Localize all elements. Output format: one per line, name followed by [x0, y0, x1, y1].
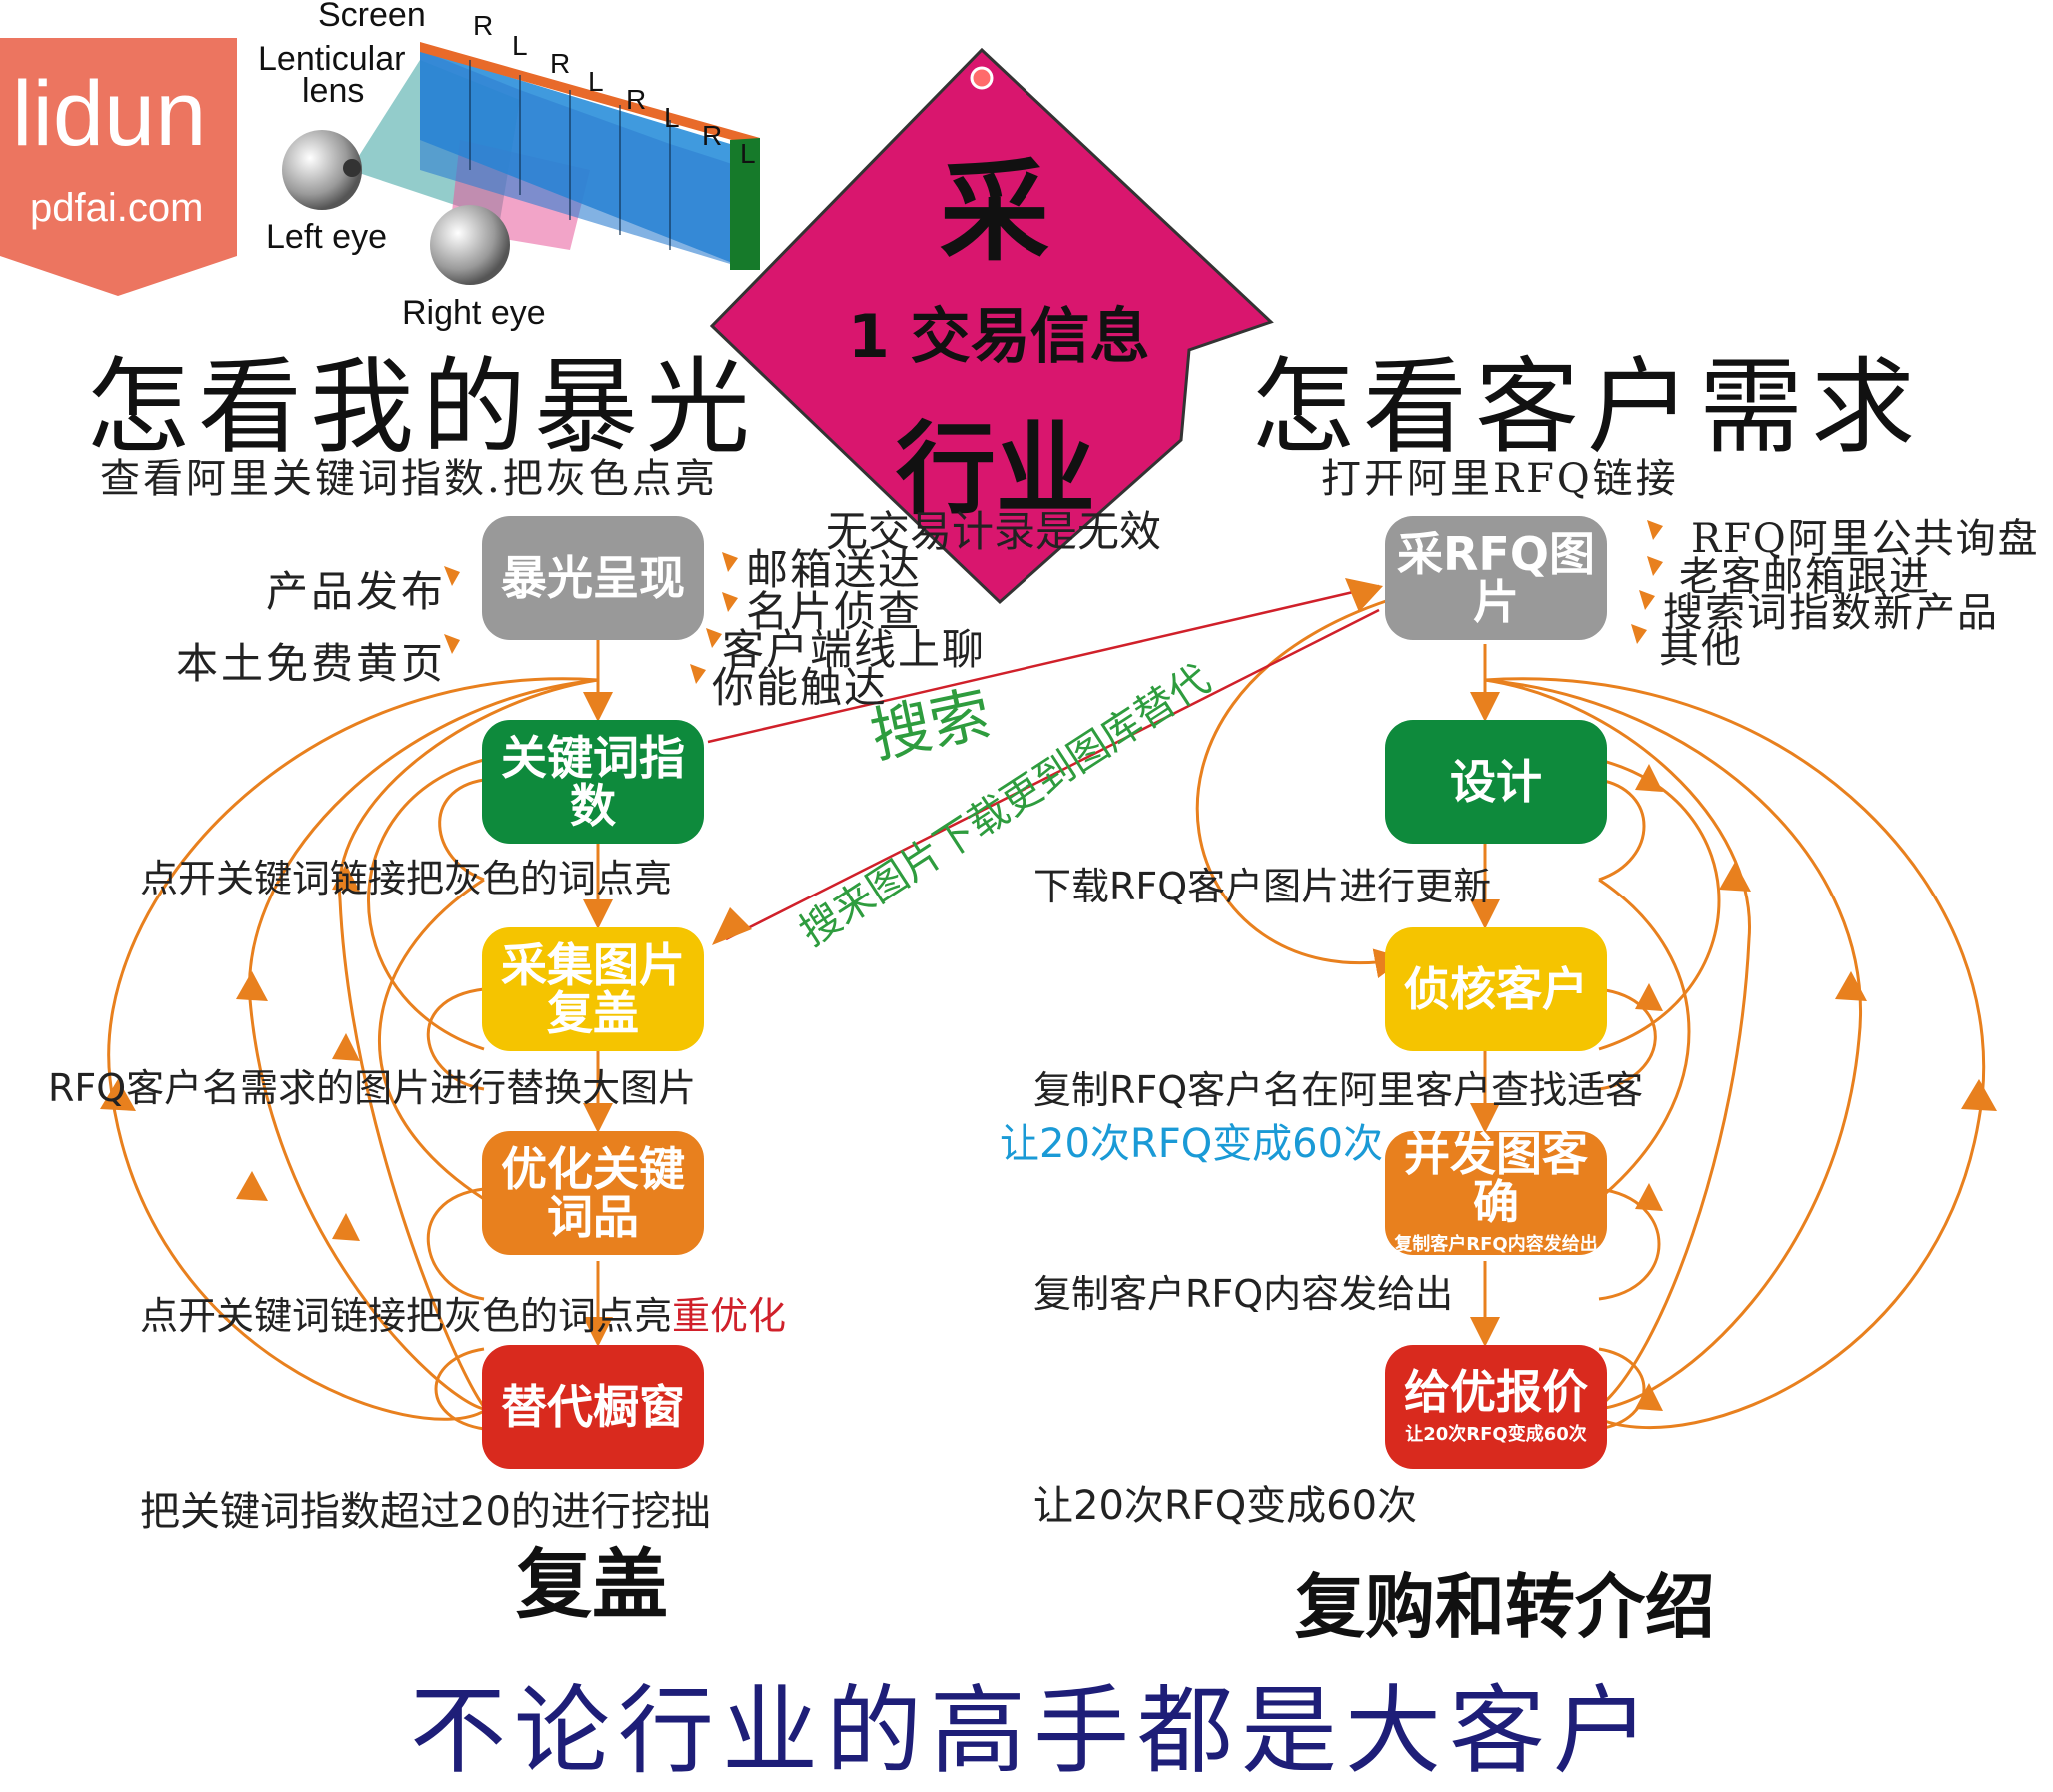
right-caption: 复制客户RFQ内容发给出: [1033, 1272, 1454, 1316]
node-keyword-index: 关键词指数: [482, 720, 704, 844]
left-footer: 复盖: [516, 1540, 668, 1629]
left-channel-item: 你能触达: [712, 663, 889, 712]
right-channel-item: 老客邮箱跟进: [1679, 554, 1931, 600]
node-verify-customer: 侦核客户: [1385, 927, 1607, 1051]
rl-label: R: [550, 48, 571, 79]
left-subtitle: 查看阿里关键词指数.把灰色点亮: [100, 456, 718, 502]
left-channel-item: 邮箱送达: [746, 545, 923, 594]
node-rfq-images: 采RFQ图片: [1385, 516, 1607, 640]
right-channel-item: RFQ阿里公共询盘: [1691, 516, 2040, 562]
logo-badge: [0, 38, 237, 296]
left-caption: 点开关键词链接把灰色的词点亮: [140, 857, 673, 900]
label-left-eye: Left eye: [266, 218, 387, 256]
left-side-item: 本土免费黄页: [176, 639, 447, 688]
industry-diamond: [709, 47, 1274, 605]
diamond-middle: 1 交易信息: [848, 302, 1150, 372]
rl-label: L: [512, 30, 528, 61]
right-caption: 让20次RFQ变成60次: [1033, 1483, 1418, 1529]
bottom-banner: 不论行业的高手都是大客户: [410, 1675, 1657, 1787]
node-design: 设计: [1385, 720, 1607, 844]
left-side-item: 产品发布: [266, 567, 447, 616]
node-best-quote: 给优报价 让20次RFQ变成60次: [1385, 1345, 1607, 1469]
blue-note: 让20次RFQ变成60次: [1000, 1121, 1384, 1167]
right-caption: 复制RFQ客户名在阿里客户查找适客: [1033, 1068, 1644, 1112]
label-right-eye: Right eye: [402, 294, 546, 332]
diamond-note: 无交易计录是无效: [826, 507, 1162, 556]
left-caption: RFQ客户名需求的图片进行替换大图片: [48, 1066, 697, 1110]
diamond-bottom: 行业: [896, 411, 1095, 528]
left-caption: 把关键词指数超过20的进行挖拙: [140, 1489, 711, 1535]
lenticular-lens-diagram: [282, 42, 760, 285]
logo-name: lidun: [12, 63, 207, 165]
right-caption: 下载RFQ客户图片进行更新: [1033, 865, 1492, 908]
rl-label: R: [702, 120, 723, 151]
left-channel-item: 客户端线上聊: [722, 625, 987, 674]
logo-site: pdfai.com: [30, 186, 204, 230]
node-optimize-keywords: 优化关键词品: [482, 1131, 704, 1255]
label-lenticular: Lenticular: [258, 40, 406, 78]
node-exposure: 暴光呈现: [482, 516, 704, 640]
left-channel-item: 名片侦查: [746, 587, 923, 636]
label-screen: Screen: [318, 0, 426, 34]
rl-label: L: [664, 102, 680, 133]
left-caption-with-reopt: 点开关键词链接把灰色的词点亮重优化: [140, 1294, 787, 1338]
label-lens: lens: [302, 72, 365, 110]
rl-label: R: [626, 84, 647, 115]
node-send-images: 并发图客确 复制客户RFQ内容发给出: [1385, 1130, 1607, 1255]
right-title: 怎看客户需求: [1251, 346, 1924, 468]
left-title: 怎看我的暴光: [86, 346, 759, 468]
right-channel-item: 其他: [1659, 626, 1743, 672]
node-collect-images: 采集图片复盖: [482, 927, 704, 1051]
left-eye-icon: [282, 130, 362, 210]
right-subtitle: 打开阿里RFQ链接: [1321, 456, 1679, 502]
node-replace-window: 替代橱窗: [482, 1345, 704, 1469]
right-eye-icon: [430, 205, 510, 285]
right-footer: 复购和转介绍: [1295, 1566, 1715, 1648]
diamond-top: 采: [940, 148, 1049, 276]
right-channel-item: 搜索词指数新产品: [1663, 590, 1999, 636]
rl-label: R: [473, 10, 494, 41]
rl-label: L: [588, 66, 604, 97]
rl-label: L: [740, 138, 756, 169]
reopt-label: 重优化: [672, 1294, 787, 1338]
